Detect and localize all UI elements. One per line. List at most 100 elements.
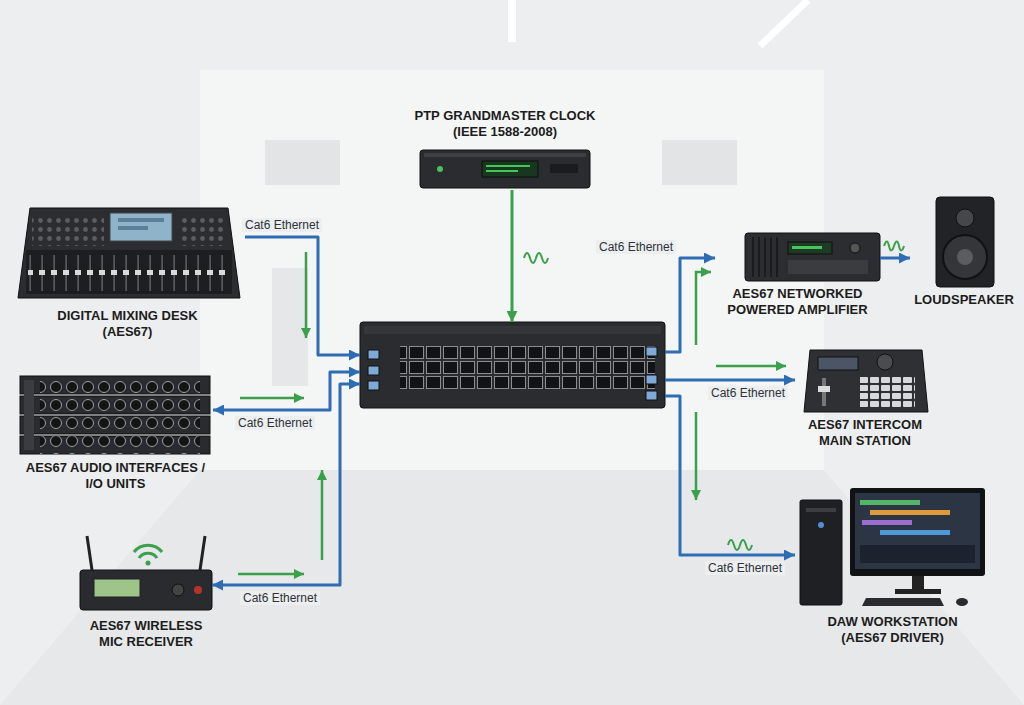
ethernet-connector: [665, 396, 795, 555]
switch-device-part: [368, 366, 379, 375]
signal-arrows-part: [321, 470, 324, 560]
mixing-desk-device-part: [26, 250, 232, 294]
daw-workstation: DAW WORKSTATION(AES67 DRIVER): [795, 486, 990, 646]
switch-device-part: [368, 381, 379, 390]
daw-device-part: [860, 545, 975, 563]
room-background-part: [0, 470, 1024, 705]
amplifier-device-part: [788, 260, 868, 274]
amplifier-device-part: [750, 237, 780, 277]
network-switch: [360, 322, 665, 408]
cable-label: Cat6 Ethernet: [240, 591, 320, 605]
clock-device-part: [486, 165, 530, 167]
ethernet-connector: [665, 379, 795, 382]
signal-arrows-part: [240, 397, 304, 400]
mixing-desk-device-part: [110, 213, 172, 241]
switch-device-part: [364, 326, 661, 334]
device-label: LOUDSPEAKER: [910, 292, 1018, 308]
clock-device-part: [437, 166, 443, 172]
cable-label: Cat6 Ethernet: [596, 240, 676, 254]
signal-wave-part: [728, 540, 752, 550]
ethernet-connector: [511, 190, 514, 322]
mic-receiver-device-part: [94, 579, 140, 597]
loudspeaker-device: [936, 197, 994, 287]
room-background-part: [760, 0, 808, 46]
signal-wave-part: [524, 253, 548, 263]
mic-receiver-device-part: [146, 561, 151, 566]
loudspeaker: LOUDSPEAKER: [910, 192, 1018, 308]
mic-receiver-device-part: [139, 553, 157, 558]
switch-device-part: [400, 344, 655, 374]
cable-label: Cat6 Ethernet: [705, 561, 785, 575]
ethernet-connector: [880, 257, 910, 260]
switch-device-part: [368, 350, 379, 359]
ethernet-connector: [212, 384, 360, 585]
signal-arrows-part: [695, 412, 698, 500]
room-background-part: [508, 0, 516, 42]
mixing-desk-device-part: [18, 208, 240, 298]
daw-device-part: [912, 576, 924, 590]
device-label: DIGITAL MIXING DESK: [10, 308, 245, 324]
device-label: AES67 NETWORKED POWERED AMPLIFIER: [715, 286, 880, 318]
io-rack-device-part: [20, 436, 210, 454]
room-background-part: [265, 140, 340, 185]
mixing-desk-device-part: [118, 226, 148, 230]
device-space: [715, 230, 880, 286]
device-label: (IEEE 1588-2008): [395, 124, 615, 140]
intercom-device-part: [804, 350, 928, 412]
grandmaster-clock: PTP GRANDMASTER CLOCK(IEEE 1588-2008): [395, 108, 615, 190]
daw-device-part: [895, 589, 941, 594]
powered-amplifier: AES67 NETWORKED POWERED AMPLIFIER: [715, 230, 880, 318]
intercom-device-part: [860, 376, 915, 408]
mic-receiver-device-part: [172, 584, 184, 596]
amplifier-device-part: [745, 233, 880, 281]
daw-device-part: [850, 488, 985, 576]
daw-device-part: [870, 510, 950, 515]
io-rack-device-part: [24, 380, 34, 450]
device-label: (AES67): [10, 324, 245, 340]
cable-label: Cat6 Ethernet: [708, 386, 788, 400]
mic-receiver: AES67 WIRELESS MIC RECEIVER: [80, 532, 212, 650]
device-space: [795, 486, 990, 614]
cable-label: Cat6 Ethernet: [235, 416, 315, 430]
daw-device-part: [855, 493, 980, 569]
clock-device-part: [486, 170, 518, 172]
daw-device-part: [862, 598, 944, 606]
switch-device-part: [360, 322, 665, 408]
clock-device-part: [420, 150, 590, 188]
device-space: [910, 192, 1018, 292]
daw-device-part: [800, 500, 842, 605]
clock-device-part: [550, 164, 578, 173]
io-rack-device-part: [20, 416, 210, 434]
signal-arrows-part: [238, 573, 304, 576]
cable-label: Cat6 Ethernet: [242, 218, 322, 232]
mic-receiver-device-part: [80, 570, 212, 610]
signal-wave: [524, 242, 904, 551]
daw-device-part: [860, 500, 920, 505]
io-rack-device-part: [40, 416, 200, 434]
clock-device-part: [482, 161, 538, 177]
mixing-desk-device-part: [28, 251, 230, 293]
ethernet-connector: [245, 237, 360, 355]
intercom-device-part: [818, 357, 858, 370]
loudspeaker-device-part: [943, 235, 987, 279]
intercom-device-part: [818, 386, 830, 392]
amplifier-device-part: [788, 242, 832, 254]
device-space: [395, 140, 615, 190]
switch-device-part: [646, 375, 657, 384]
device-label: AES67 AUDIO INTERFACES / I/O UNITS: [18, 460, 213, 492]
daw-device-part: [806, 508, 836, 512]
mic-receiver-device-part: [134, 545, 162, 552]
io-rack-device: [20, 376, 210, 454]
intercom-device: [804, 350, 928, 412]
room-background-part: [200, 70, 824, 470]
ethernet-connector: [213, 372, 360, 410]
io-rack-device-part: [40, 436, 200, 454]
mic-receiver-device-part: [194, 586, 202, 594]
ethernet-connector: [665, 258, 715, 352]
mixing-desk: DIGITAL MIXING DESK(AES67): [10, 200, 245, 340]
amplifier-device: [745, 233, 880, 281]
